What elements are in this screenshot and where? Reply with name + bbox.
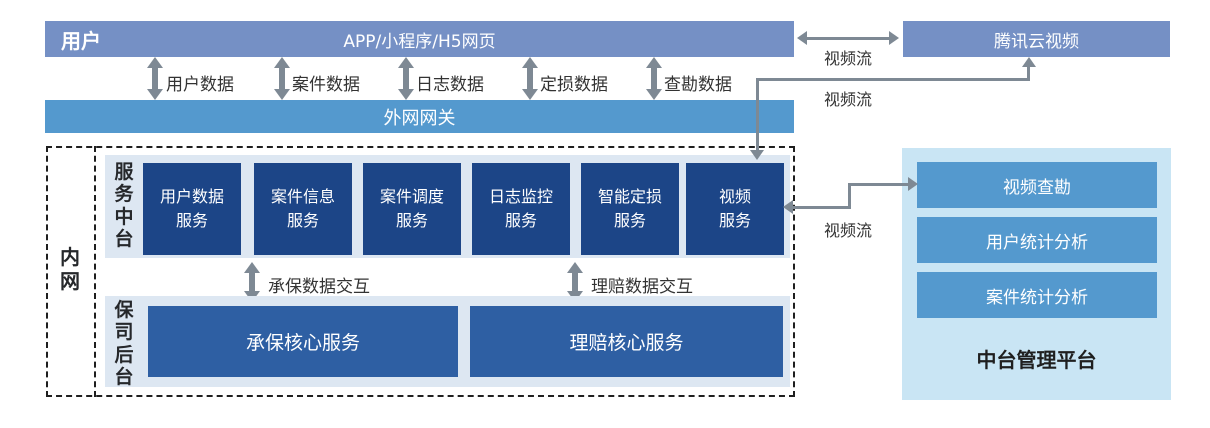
data-flow-arrow-icon xyxy=(274,57,290,100)
video-stream-label-2: 视频流 xyxy=(823,90,872,109)
tencent-cloud-video-box: 腾讯云视频 xyxy=(903,21,1170,57)
cloud-connector-line xyxy=(756,80,759,152)
service-platform-label: 服 务 中 台 xyxy=(114,161,134,251)
gateway-bar: 外网网关 xyxy=(45,100,794,133)
intranet-label: 内 网 xyxy=(60,245,80,293)
data-flow-arrow-icon xyxy=(646,57,662,100)
data-flow-label: 日志数据 xyxy=(416,75,484,95)
management-item-video-survey: 视频查勘 xyxy=(917,162,1157,208)
service-box-user-data: 用户数据 服务 xyxy=(143,163,241,255)
survey-connector-line xyxy=(848,183,910,186)
data-flow-arrow-icon xyxy=(522,57,538,100)
management-panel-title: 中台管理平台 xyxy=(976,348,1097,372)
user-label: 用户 xyxy=(61,28,101,53)
cloud-connector-line xyxy=(756,78,1030,81)
video-stream-bidirectional-arrow-icon xyxy=(797,31,899,45)
arrow-left-icon xyxy=(783,200,793,214)
arrow-up-icon xyxy=(1022,57,1036,67)
management-item-case-stats: 案件统计分析 xyxy=(917,272,1157,318)
survey-connector-line xyxy=(848,183,851,209)
interaction-label: 理赔数据交互 xyxy=(591,277,693,297)
service-box-video: 视频 服务 xyxy=(686,163,784,255)
data-flow-label: 案件数据 xyxy=(292,75,360,95)
management-item-user-stats: 用户统计分析 xyxy=(917,217,1157,263)
core-service-box-claims: 理赔核心服务 xyxy=(470,306,783,377)
video-stream-label-1: 视频流 xyxy=(823,49,872,68)
service-box-case-info: 案件信息 服务 xyxy=(254,163,352,255)
tencent-box-label: 腾讯云视频 xyxy=(994,31,1079,52)
intranet-box xyxy=(46,146,795,397)
data-flow-label: 定损数据 xyxy=(540,75,608,95)
service-box-case-dispatch: 案件调度 服务 xyxy=(363,163,461,255)
data-flow-arrow-icon xyxy=(398,57,414,100)
app-bar-label: APP/小程序/H5网页 xyxy=(343,31,496,52)
arrow-left-icon xyxy=(797,31,807,45)
backend-label: 保 司 后 台 xyxy=(114,299,134,389)
gateway-label: 外网网关 xyxy=(383,107,456,129)
data-flow-label: 用户数据 xyxy=(166,75,234,95)
data-flow-label: 查勘数据 xyxy=(664,75,732,95)
core-service-box-underwriting: 承保核心服务 xyxy=(148,306,458,377)
service-box-log-monitor: 日志监控 服务 xyxy=(472,163,570,255)
cloud-connector-line xyxy=(1027,66,1030,80)
user-app-bar: 用户 APP/小程序/H5网页 xyxy=(45,21,794,57)
arrow-down-icon xyxy=(750,150,764,160)
arrow-right-icon xyxy=(889,31,899,45)
data-flow-arrow-icon xyxy=(147,57,163,100)
arrow-right-icon xyxy=(908,177,918,191)
survey-connector-line xyxy=(792,206,851,209)
interaction-label: 承保数据交互 xyxy=(268,277,370,297)
video-stream-label-3: 视频流 xyxy=(823,221,872,240)
service-box-smart-assess: 智能定损 服务 xyxy=(581,163,679,255)
intranet-divider xyxy=(94,146,96,397)
